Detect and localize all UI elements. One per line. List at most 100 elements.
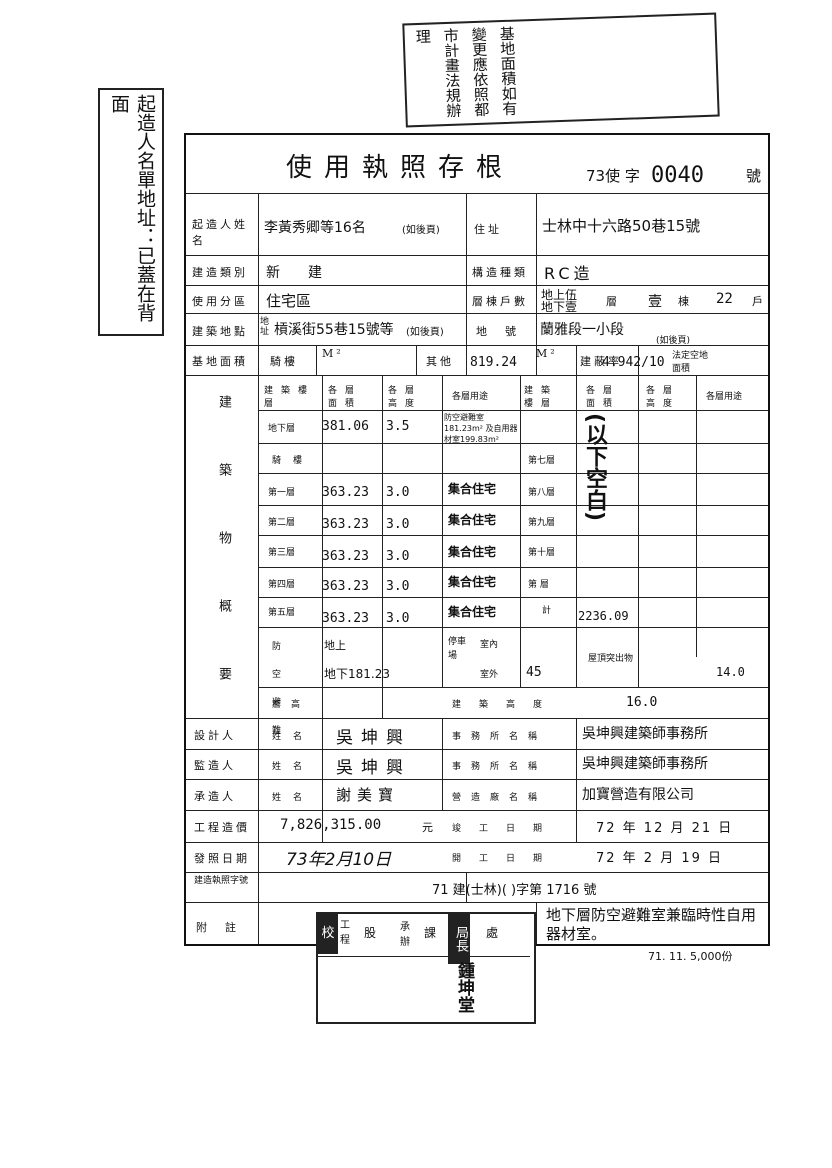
approval-stamp-block: 校 工程 股 承辦 課 局長 處 鍾坤堂: [316, 912, 536, 1024]
floor-name: 第二層: [268, 518, 296, 528]
completion-date: 72 年 12 月 21 日: [596, 821, 734, 836]
name-label: 姓名: [272, 762, 315, 772]
floor-use: 集合住宅: [448, 482, 497, 496]
lot-label: 地號: [476, 325, 534, 338]
approval-label-office: 處: [486, 926, 499, 940]
floor-name: 第一層: [268, 488, 296, 498]
zone-label: 使用分區: [192, 295, 248, 308]
header-floor-left: 建築樓層: [264, 386, 316, 409]
office-name: 吳坤興建築師事務所: [582, 756, 708, 772]
name-label: 姓名: [272, 793, 315, 803]
total-label: 計: [542, 606, 552, 616]
floor-area: 363.23: [322, 485, 369, 500]
cost-label: 工程造價: [194, 821, 250, 834]
director-signature: 鍾坤堂: [454, 962, 474, 1013]
building-unit: 棟: [678, 295, 692, 308]
issue-label: 發照日期: [194, 852, 250, 865]
office-label: 事務所名稱: [452, 762, 548, 772]
contractor-name: 謝美寶: [336, 786, 400, 804]
company-name: 加寶營造有限公司: [582, 787, 694, 803]
shelter-below: 地下181.23: [324, 667, 390, 681]
floor-use: 集合住宅: [448, 575, 497, 589]
shelter-label: 防空避難: [272, 642, 296, 736]
floor-unit: 層: [606, 295, 620, 308]
statutory-label: 法定空地面積: [672, 351, 709, 374]
floor-name-right: 第十層: [528, 548, 556, 558]
approval-label-section: 股: [364, 926, 377, 940]
builder-label: 起造人姓名: [192, 218, 248, 247]
lot-note: (如後頁): [656, 336, 691, 346]
floor-name: 第三層: [268, 548, 296, 558]
license-stub-table: 使用執照存根 73使 字 0040 號 起造人姓名 李黃秀卿等16名 (如後頁)…: [184, 133, 770, 946]
floor-area: 363.23: [322, 611, 369, 626]
floor-height: 3.0: [386, 549, 410, 564]
cost-unit: 元: [422, 821, 436, 834]
floor-use: 集合住宅: [448, 513, 497, 527]
other-label: 其他: [426, 355, 454, 368]
buildings: 壹: [648, 294, 662, 310]
parking-outdoor-value: 45: [526, 665, 542, 680]
approval-label-division: 課: [424, 926, 437, 940]
floor-height: 3.0: [386, 485, 410, 500]
start-label: 開工日期: [452, 854, 561, 864]
building-height: 16.0: [626, 695, 658, 710]
area-unit-1: M²: [322, 347, 344, 360]
parking-outdoor: 室外: [480, 670, 499, 680]
supervisor-label: 監造人: [194, 759, 236, 772]
license-number-suffix: 號: [746, 167, 762, 185]
total-area: 2236.09: [578, 609, 629, 623]
floor-name: 第四層: [268, 580, 296, 590]
arcade-label: 騎樓: [270, 355, 298, 368]
floor-name-right: 第九層: [528, 518, 556, 528]
other-value: 819.24: [470, 355, 517, 370]
floor-use: 集合住宅: [448, 605, 497, 619]
floor-name-right: 第七層: [528, 456, 556, 466]
header-height-right: 各層高度: [646, 386, 681, 409]
floor-name: 地下層: [268, 424, 296, 434]
floor-use: 防空避難室181.23m² 及自用器材室199.83m²: [444, 413, 518, 444]
builder-name: 李黃秀卿等16名: [264, 220, 366, 236]
top-stamp: 基地面積如有變更應依照都市計畫法規辦理: [402, 12, 720, 128]
area-label: 基地面積: [192, 355, 248, 368]
coverage-label: 建蔽率: [580, 355, 622, 368]
remarks-label: 附註: [196, 921, 254, 934]
office-label: 事務所名稱: [452, 732, 548, 742]
approval-label-school: 校: [318, 914, 338, 954]
floors-side-label: 建築物概要: [216, 395, 231, 735]
office-name: 吳坤興建築師事務所: [582, 726, 708, 742]
site-prefix: 地址: [260, 317, 270, 337]
header-area-right: 各層面積: [586, 386, 621, 409]
permit-number: 71 建(士林)( )字第 1716 號: [432, 883, 597, 898]
permit-label: 建造執照字號: [194, 876, 249, 886]
shelter-above: 地上: [324, 639, 346, 652]
floor-area: 363.23: [322, 549, 369, 564]
designer-name: 吳坤興: [336, 728, 411, 748]
floor-height: 3.0: [386, 579, 410, 594]
floor-area: 363.23: [322, 517, 369, 532]
builder-address: 士林中十六路50巷15號: [542, 217, 701, 235]
contractor-label: 承造人: [194, 790, 236, 803]
eave-label: 簷高: [272, 700, 311, 710]
approval-label-handling: 承辦: [400, 922, 410, 948]
roof-label: 屋頂突出物: [588, 654, 634, 664]
floor-name: 第五層: [268, 608, 296, 618]
start-date: 72 年 2 月 19 日: [596, 851, 724, 866]
roof-value: 14.0: [716, 665, 745, 679]
household-unit: 戶: [752, 295, 766, 308]
top-stamp-text: 基地面積如有變更應依照都市計畫法規辦理: [413, 25, 519, 119]
margin-note-text: 起造人名單地址：已蓋在背面: [108, 94, 156, 322]
supervisor-name: 吳坤興: [336, 758, 411, 778]
cost-value: 7,826,315.00: [280, 817, 382, 833]
approval-label-engineering: 工程: [340, 920, 350, 946]
name-label: 姓名: [272, 732, 315, 742]
structure: RC造: [544, 264, 594, 283]
floor-area: 363.23: [322, 579, 369, 594]
license-number: 0040: [651, 163, 704, 188]
parking-label: 停車場: [448, 637, 467, 661]
floor-height: 3.0: [386, 611, 410, 626]
site-note: (如後頁): [406, 327, 444, 338]
builder-address-label: 住址: [474, 223, 502, 236]
blank-below-note: (以下空白): [582, 413, 607, 522]
zone: 住宅區: [266, 292, 312, 310]
floors-below: 地下壹: [541, 300, 578, 314]
